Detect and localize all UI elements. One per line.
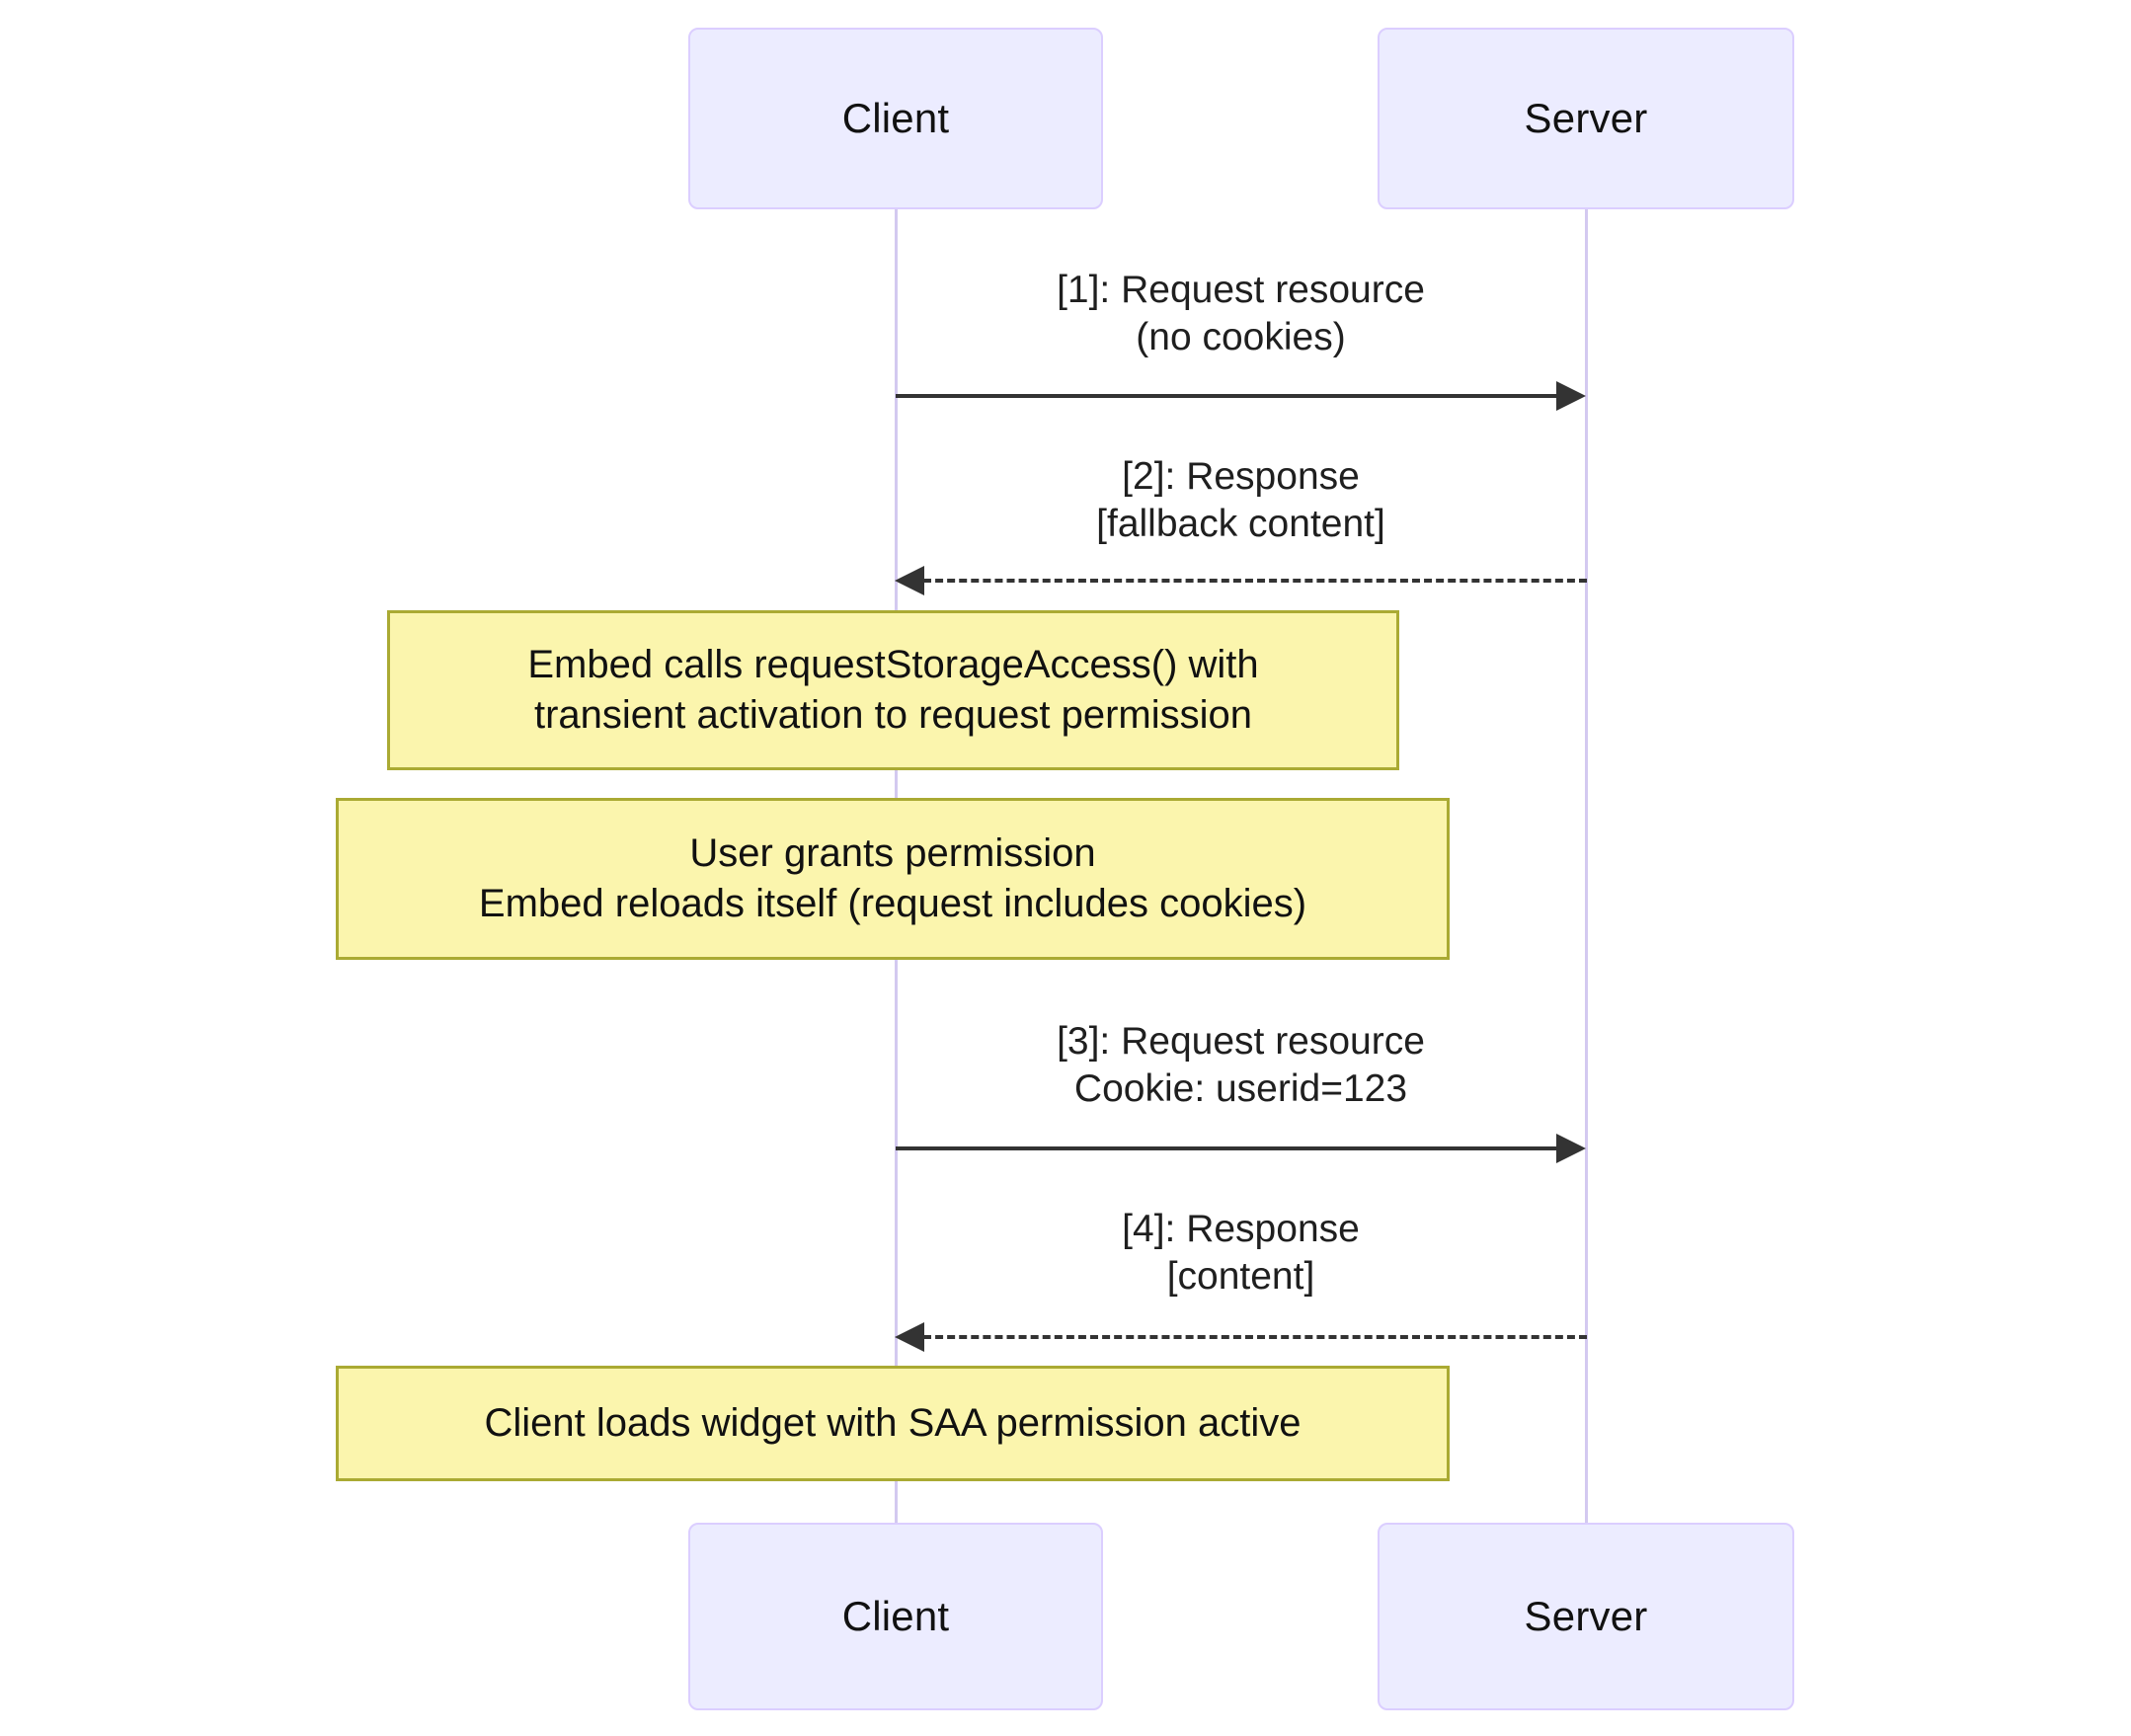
message-2-label: [2]: Response [fallback content] (896, 453, 1586, 549)
message-4-arrow-line (923, 1335, 1587, 1339)
note-user-grants-permission: User grants permission Embed reloads its… (336, 798, 1450, 960)
message-2-line-2: [fallback content] (1096, 503, 1385, 546)
note-client-loads-widget: Client loads widget with SAA permission … (336, 1366, 1450, 1481)
note-3-line-1: Client loads widget with SAA permission … (484, 1400, 1302, 1445)
participant-server-top-label: Server (1524, 95, 1648, 141)
note-2-line-2: Embed reloads itself (request includes c… (478, 882, 1307, 925)
message-1-arrow-head (1556, 381, 1586, 411)
message-4-label: [4]: Response [content] (896, 1206, 1586, 1302)
message-2-arrow-line (923, 579, 1587, 583)
message-3-arrow-line (896, 1146, 1560, 1150)
message-3-line-1: [3]: Request resource (1057, 1020, 1425, 1063)
message-1-arrow-line (896, 394, 1560, 398)
message-2-line-1: [2]: Response (1122, 455, 1360, 498)
note-request-storage-access: Embed calls requestStorageAccess() with … (387, 610, 1399, 770)
message-1-label: [1]: Request resource (no cookies) (896, 267, 1586, 362)
message-4-line-2: [content] (1166, 1255, 1315, 1299)
message-3-label: [3]: Request resource Cookie: userid=123 (896, 1018, 1586, 1114)
participant-server-top[interactable]: Server (1378, 28, 1794, 209)
message-1-line-1: [1]: Request resource (1057, 269, 1425, 311)
participant-client-bottom-label: Client (841, 1593, 950, 1639)
message-2-arrow-head (895, 566, 924, 595)
message-3-line-2: Cookie: userid=123 (1073, 1067, 1408, 1111)
note-1-line-2: transient activation to request permissi… (533, 693, 1253, 737)
message-4-arrow-head (895, 1322, 924, 1352)
participant-client-bottom[interactable]: Client (688, 1523, 1103, 1710)
note-1-line-1: Embed calls requestStorageAccess() with (527, 642, 1259, 686)
participant-client-top[interactable]: Client (688, 28, 1103, 209)
message-4-line-1: [4]: Response (1122, 1208, 1360, 1250)
lifeline-server (1585, 209, 1588, 1523)
message-1-line-2: (no cookies) (1136, 316, 1346, 359)
participant-server-bottom-label: Server (1524, 1593, 1648, 1639)
participant-server-bottom[interactable]: Server (1378, 1523, 1794, 1710)
message-3-arrow-head (1556, 1134, 1586, 1163)
participant-client-top-label: Client (841, 95, 950, 141)
note-2-line-1: User grants permission (689, 830, 1096, 875)
